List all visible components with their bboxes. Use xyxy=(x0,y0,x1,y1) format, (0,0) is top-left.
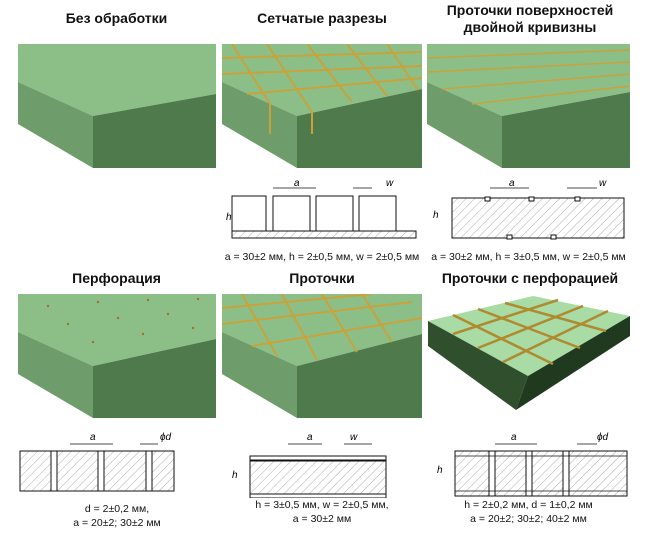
diagram-grooves-perforation: a ϕd h xyxy=(437,432,628,497)
caption-line: a = 30±2 мм xyxy=(292,513,352,525)
title-line: Проточки поверхностей xyxy=(446,2,614,18)
caption-grooves: h = 3±0,5 мм, w = 2±0,5 мм, a = 30±2 мм xyxy=(222,498,422,526)
caption-line: h = 2±0,2 мм, d = 1±0,2 мм xyxy=(464,499,593,511)
diagram-double-curvature: a w h xyxy=(433,178,625,240)
dim-h: h xyxy=(437,465,443,476)
dim-d: ϕd xyxy=(160,432,172,443)
dim-w: w xyxy=(599,178,607,189)
dim-h: h xyxy=(232,470,238,481)
board-plain-image xyxy=(18,44,216,168)
title-perforation: Перфорация xyxy=(72,270,161,286)
caption-line: h = 3±0,5 мм, w = 2±0,5 мм, xyxy=(255,499,389,511)
board-double-curvature-image xyxy=(427,44,630,168)
title-line: двойной кривизны xyxy=(463,19,597,35)
diagram-grid-cuts: a w h xyxy=(226,178,417,239)
title-grooves: Проточки xyxy=(289,270,355,286)
title-no-treatment: Без обработки xyxy=(65,10,168,26)
dim-w: w xyxy=(386,178,394,189)
dim-a: a xyxy=(90,432,96,443)
dim-a: a xyxy=(509,178,515,189)
title-double-curvature: Проточки поверхностей двойной кривизны xyxy=(420,2,640,36)
diagram-perforation: a ϕd xyxy=(19,432,175,492)
caption-line: d = 2±0,2 мм, xyxy=(84,503,150,515)
caption-line: a = 20±2; 30±2 мм xyxy=(73,517,161,529)
dim-a: a xyxy=(294,178,300,189)
dim-h: h xyxy=(226,212,232,223)
caption-grid-cuts: a = 30±2 мм, h = 2±0,5 мм, w = 2±0,5 мм xyxy=(224,251,420,263)
board-grooves-perforation-image xyxy=(428,296,630,410)
dim-a: a xyxy=(307,432,313,443)
caption-perforation: d = 2±0,2 мм, a = 20±2; 30±2 мм xyxy=(18,502,216,530)
diagram-grooves: a w h xyxy=(232,432,387,498)
dim-a: a xyxy=(511,432,517,443)
dim-d: ϕd xyxy=(597,432,609,443)
caption-grooves-perforation: h = 2±0,2 мм, d = 1±0,2 мм a = 20±2; 30±… xyxy=(427,498,630,526)
caption-line: a = 20±2; 30±2; 40±2 мм xyxy=(470,513,587,525)
dim-w: w xyxy=(350,432,358,443)
board-grooves-image xyxy=(222,294,422,418)
dim-h: h xyxy=(433,210,439,221)
title-grid-cuts: Сетчатые разрезы xyxy=(257,10,387,26)
board-grid-cuts-image xyxy=(222,44,422,168)
title-grooves-perforation: Проточки с перфорацией xyxy=(441,270,619,286)
board-perforation-image xyxy=(18,294,216,418)
caption-double-curvature: a = 30±2 мм, h = 3±0,5 мм, w = 2±0,5 мм xyxy=(431,251,626,263)
